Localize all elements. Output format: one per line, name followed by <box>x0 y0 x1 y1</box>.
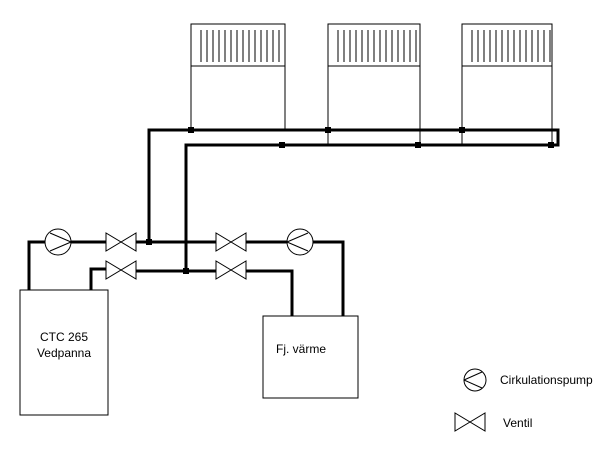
lower-loop-pipe <box>89 267 294 318</box>
junction-nodes <box>146 127 554 274</box>
valve-icon <box>105 260 137 280</box>
radiator-2 <box>327 23 421 145</box>
legend-valve-label: Ventil <box>503 416 532 430</box>
legend-pump-icon <box>463 368 487 392</box>
valve-icon <box>215 232 247 252</box>
legend-valve-icon <box>454 412 486 432</box>
district-heating-box: Fj. värme <box>262 315 359 399</box>
return-header-pipe <box>184 143 560 273</box>
legend-pump-label: Cirkulationspump <box>500 373 593 387</box>
legend: Cirkulationspump Ventil <box>454 368 593 432</box>
pump-icon <box>44 228 72 256</box>
boiler-box: CTC 265 Vedpanna <box>19 289 109 416</box>
radiator-1 <box>190 23 286 131</box>
supply-header-pipe <box>147 128 560 244</box>
radiator-3 <box>461 23 553 145</box>
pump-icon <box>286 228 314 256</box>
boiler-label-line2: Vedpanna <box>37 346 91 360</box>
boiler-label-line1: CTC 265 <box>40 330 88 344</box>
district-heating-label: Fj. värme <box>276 342 326 356</box>
valve-icon <box>105 232 137 252</box>
valve-icon <box>215 260 247 280</box>
